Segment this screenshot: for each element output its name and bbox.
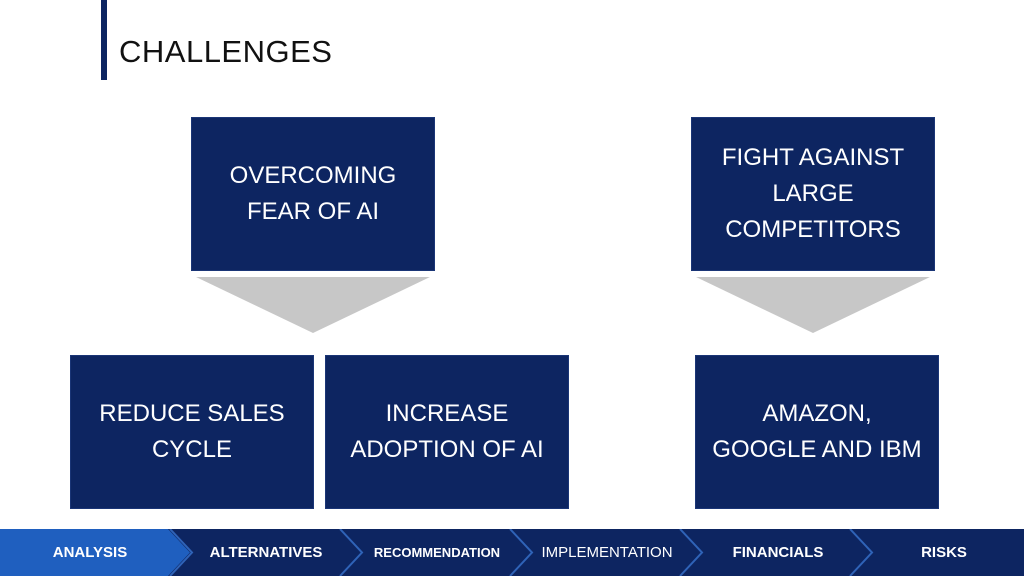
nav-separator <box>849 529 874 576</box>
title-accent-bar <box>101 0 107 80</box>
box-line: COMPETITORS <box>725 216 901 243</box>
nav-separator <box>679 529 704 576</box>
challenge-box-large-competitors: FIGHT AGAINST LARGE COMPETITORS <box>691 117 935 271</box>
box-line: CYCLE <box>151 436 232 463</box>
solution-box-reduce-sales-cycle: REDUCE SALES CYCLE <box>70 355 314 509</box>
nav-chevrons <box>0 529 874 576</box>
nav-item-alternatives[interactable]: ALTERNATIVES <box>209 544 323 561</box>
challenge-box-overcoming-fear: OVERCOMING FEAR OF AI <box>191 117 435 271</box>
nav-separator <box>169 529 194 576</box>
nav-separator <box>509 529 534 576</box>
box-line: LARGE <box>772 180 854 207</box>
box-line: GOOGLE AND IBM <box>712 436 922 463</box>
nav-item-financials[interactable]: FINANCIALS <box>732 544 824 561</box>
box-line: FIGHT AGAINST <box>721 144 905 171</box>
box-line: REDUCE SALES <box>99 400 285 427</box>
nav-item-analysis[interactable]: ANALYSIS <box>52 544 128 561</box>
down-arrow-left <box>196 277 430 333</box>
nav-item-risks[interactable]: RISKS <box>921 544 967 561</box>
nav-separator <box>339 529 364 576</box>
solution-box-increase-adoption: INCREASE ADOPTION OF AI <box>325 355 569 509</box>
page-title: CHALLENGES <box>119 34 333 69</box>
nav-item-implementation[interactable]: IMPLEMENTATION <box>541 544 673 561</box>
box-line: AMAZON, <box>762 400 872 427</box>
down-arrow-right <box>696 277 930 333</box>
box-line: FEAR OF AI <box>246 198 380 225</box>
nav-item-recommendation[interactable]: RECOMMENDATION <box>373 545 501 560</box>
solution-box-competitors-named: AMAZON, GOOGLE AND IBM <box>695 355 939 509</box>
nav-active-highlight <box>0 529 190 576</box>
box-line: ADOPTION OF AI <box>350 436 544 463</box>
box-line: OVERCOMING <box>229 162 397 189</box>
section-nav-bar: ANALYSIS ALTERNATIVES RECOMMENDATION IMP… <box>0 529 1024 576</box>
box-line: INCREASE <box>385 400 509 427</box>
